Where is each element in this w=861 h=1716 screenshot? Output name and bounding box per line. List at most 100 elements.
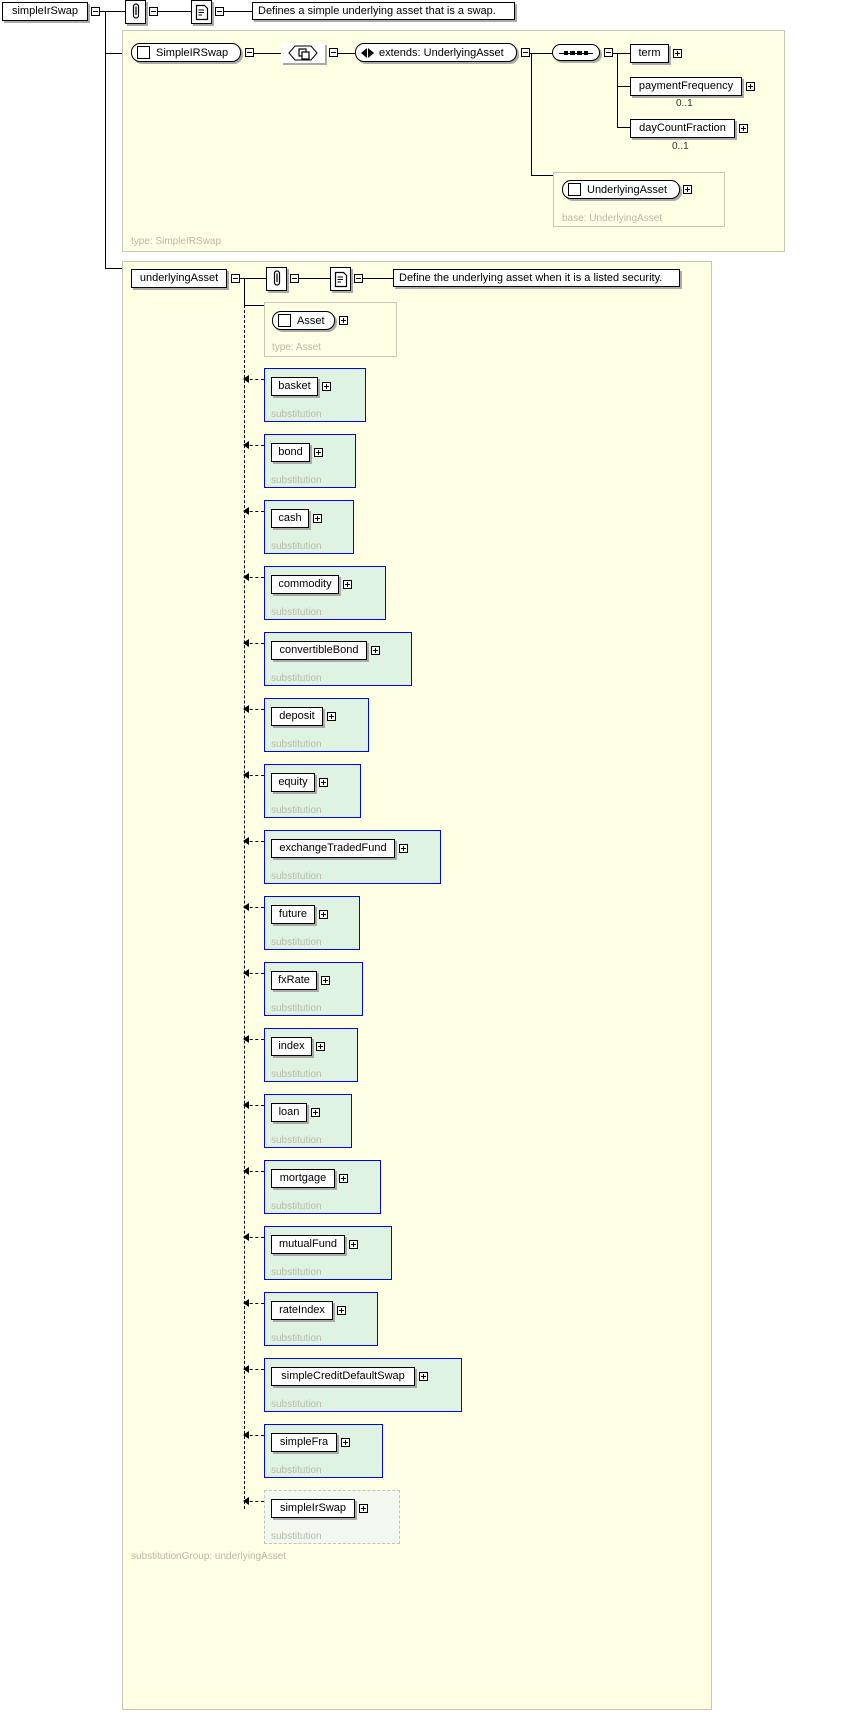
base-node-UnderlyingAsset[interactable]: UnderlyingAsset — [562, 180, 680, 199]
element-loan-expander[interactable] — [311, 1108, 320, 1117]
root-element-simpleIrSwap[interactable]: simpleIrSwap — [2, 2, 88, 21]
substitution-card-label: substitution — [271, 1069, 322, 1080]
element-simpleIrSwap-current[interactable]: simpleIrSwap — [271, 1499, 355, 1518]
type-node-Asset[interactable]: Asset — [272, 311, 335, 330]
element-cash-expander[interactable] — [313, 514, 322, 523]
element-rateIndex[interactable]: rateIndex — [271, 1301, 333, 1320]
element-underlyingAsset[interactable]: underlyingAsset — [131, 269, 227, 288]
element-dayCountFraction[interactable]: dayCountFraction — [630, 119, 735, 138]
substitution-card-label: substitution — [271, 1333, 322, 1344]
element-loan[interactable]: loan — [271, 1103, 307, 1122]
substitution-arrow — [243, 441, 249, 449]
element-index[interactable]: index — [271, 1037, 312, 1056]
element-simpleCreditDefaultSwap-expander[interactable] — [419, 1372, 428, 1381]
document-glyph — [334, 271, 347, 287]
element-paymentFrequency-expander[interactable] — [746, 82, 755, 91]
element-bond-expander[interactable] — [314, 448, 323, 457]
element-commodity-expander[interactable] — [343, 580, 352, 589]
underlyingAsset-expander[interactable] — [231, 274, 240, 283]
substitution-annotation-label: Define the underlying asset when it is a… — [399, 272, 663, 284]
sequence-icon[interactable] — [552, 44, 600, 61]
connector — [244, 577, 264, 578]
element-term[interactable]: term — [630, 44, 669, 63]
paperclip-glyph — [273, 270, 280, 286]
attribute-expander[interactable] — [149, 7, 158, 16]
base-node-expander[interactable] — [683, 185, 692, 194]
substitution-arrow — [243, 1101, 249, 1109]
element-simpleIrSwap-current-label: simpleIrSwap — [279, 1502, 347, 1514]
extension-group-icon[interactable] — [281, 43, 325, 63]
connector — [617, 86, 630, 87]
connector — [244, 643, 264, 644]
element-future-expander[interactable] — [319, 910, 328, 919]
type-node-SimpleIRSwap[interactable]: SimpleIRSwap — [131, 43, 241, 62]
type-node-Asset-label: Asset — [297, 314, 325, 327]
document-icon[interactable] — [191, 0, 212, 24]
element-mortgage[interactable]: mortgage — [271, 1169, 335, 1188]
annotation-expander[interactable] — [354, 274, 363, 283]
element-dayCountFraction-label: dayCountFraction — [639, 122, 726, 134]
extension-expander[interactable] — [329, 48, 338, 57]
element-cash-label: cash — [278, 512, 302, 524]
type-node-expander[interactable] — [245, 48, 254, 57]
connector — [244, 511, 264, 512]
element-exchangeTradedFund[interactable]: exchangeTradedFund — [271, 839, 395, 858]
attribute-expander[interactable] — [290, 274, 299, 283]
element-basket[interactable]: basket — [271, 377, 318, 396]
element-deposit-expander[interactable] — [327, 712, 336, 721]
connector — [244, 1105, 264, 1106]
element-basket-expander[interactable] — [322, 382, 331, 391]
element-mutualFund[interactable]: mutualFund — [271, 1235, 345, 1254]
paperclip-icon[interactable] — [125, 0, 146, 24]
element-simpleCreditDefaultSwap-label: simpleCreditDefaultSwap — [281, 1370, 405, 1382]
element-dayCountFraction-expander[interactable] — [739, 124, 748, 133]
element-simpleFra-expander[interactable] — [341, 1438, 350, 1447]
element-equity-label: equity — [278, 776, 308, 788]
substitution-card-label: substitution — [271, 1465, 322, 1476]
substitution-card-label: substitution — [271, 541, 322, 552]
root-expander[interactable] — [91, 7, 100, 16]
element-fxRate-label: fxRate — [278, 974, 310, 986]
element-cash[interactable]: cash — [271, 509, 309, 528]
extends-expander[interactable] — [521, 48, 530, 57]
element-loan-label: loan — [278, 1106, 300, 1118]
document-icon[interactable] — [330, 267, 351, 291]
type-node-Asset-expander[interactable] — [339, 316, 348, 325]
element-index-expander[interactable] — [316, 1042, 325, 1051]
element-fxRate-expander[interactable] — [321, 976, 330, 985]
element-term-expander[interactable] — [673, 49, 682, 58]
element-future[interactable]: future — [271, 905, 315, 924]
sequence-bar — [577, 50, 582, 55]
annotation-expander[interactable] — [215, 7, 224, 16]
element-simpleIrSwap-current-expander[interactable] — [359, 1504, 368, 1513]
element-commodity[interactable]: commodity — [271, 575, 339, 594]
substitution-panel — [122, 261, 712, 1710]
paperclip-icon[interactable] — [266, 267, 287, 291]
element-mutualFund-expander[interactable] — [349, 1240, 358, 1249]
substitution-arrow — [243, 1365, 249, 1373]
element-convertibleBond[interactable]: convertibleBond — [271, 641, 367, 660]
element-fxRate[interactable]: fxRate — [271, 971, 317, 990]
connector — [105, 268, 131, 269]
extends-node[interactable]: extends: UnderlyingAsset — [355, 43, 517, 62]
sequence-expander[interactable] — [604, 48, 613, 57]
extends-label: extends: UnderlyingAsset — [379, 46, 504, 59]
element-exchangeTradedFund-expander[interactable] — [399, 844, 408, 853]
element-mortgage-expander[interactable] — [339, 1174, 348, 1183]
sequence-line — [559, 53, 593, 54]
element-simpleCreditDefaultSwap[interactable]: simpleCreditDefaultSwap — [271, 1367, 415, 1386]
substitution-arrow — [243, 507, 249, 515]
complextype-icon — [568, 183, 581, 196]
element-deposit[interactable]: deposit — [271, 707, 323, 726]
connector — [105, 53, 131, 54]
element-convertibleBond-expander[interactable] — [371, 646, 380, 655]
element-bond[interactable]: bond — [271, 443, 310, 462]
element-equity-expander[interactable] — [319, 778, 328, 787]
substitution-arrow — [243, 837, 249, 845]
element-rateIndex-label: rateIndex — [279, 1304, 325, 1316]
element-simpleFra[interactable]: simpleFra — [271, 1433, 337, 1452]
substitution-arrow — [243, 1233, 249, 1241]
element-equity[interactable]: equity — [271, 773, 315, 792]
element-paymentFrequency[interactable]: paymentFrequency — [630, 77, 742, 96]
element-rateIndex-expander[interactable] — [337, 1306, 346, 1315]
